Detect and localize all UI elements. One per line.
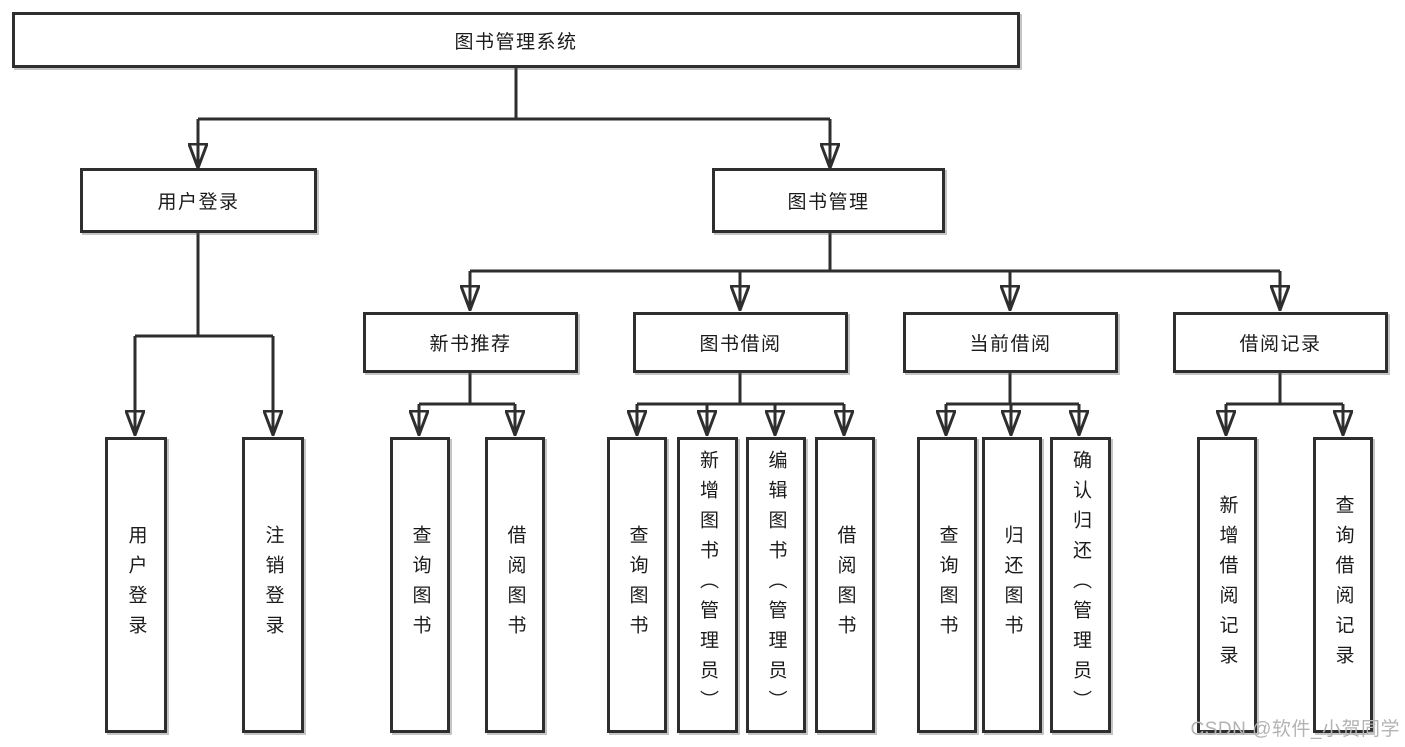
connector-user-login-children [135,233,273,433]
node-label: 用户登录 [157,192,240,213]
node-label: 查询图书 [409,525,431,645]
node-new-book-recommendation: 新书推荐 [363,312,578,373]
node-label: 查询图书 [936,525,958,645]
leaf-add-borrow-record: 新增借阅记录 [1197,437,1257,733]
node-label: 图书管理系统 [454,31,578,53]
leaf-query-books-borrow: 查询图书 [607,437,667,733]
node-label: 借阅图书 [834,525,856,645]
leaf-add-books-admin: 新增图书（管理员） [677,437,738,733]
node-book-borrowing: 图书借阅 [633,312,848,373]
node-borrowing-records: 借阅记录 [1173,312,1388,373]
node-label: 图书借阅 [699,334,782,355]
node-label: 图书管理 [787,192,870,213]
leaf-edit-books-admin: 编辑图书（管理员） [746,437,806,733]
node-label: 注销登录 [262,525,284,645]
node-label: 确认归还（管理员） [1070,450,1091,720]
node-label: 用户登录 [125,525,147,645]
node-label: 新书推荐 [429,334,512,355]
node-label: 编辑图书（管理员） [765,450,787,720]
watermark: CSDN @软件_小贺同学 [1190,719,1400,740]
leaf-borrow-books: 借阅图书 [815,437,875,733]
node-label: 新增图书（管理员） [697,450,718,720]
node-current-borrowing: 当前借阅 [903,312,1118,373]
node-label: 归还图书 [1001,525,1023,645]
connector-borrow-records-children [1226,373,1343,433]
node-book-management: 图书管理 [712,168,945,233]
node-label: 当前借阅 [969,334,1052,355]
leaf-return-books: 归还图书 [982,437,1042,733]
leaf-user-login: 用户登录 [105,437,167,733]
leaf-confirm-return-admin: 确认归还（管理员） [1050,437,1111,733]
leaf-query-books-current: 查询图书 [917,437,977,733]
node-label: 借阅图书 [504,525,526,645]
node-label: 查询图书 [626,525,648,645]
node-library-management-system: 图书管理系统 [12,12,1020,68]
connector-root-to-level2 [198,68,830,166]
connector-book-management-children [470,233,1280,308]
node-label: 借阅记录 [1239,334,1322,355]
connector-current-borrow-children [946,373,1079,433]
leaf-logout: 注销登录 [242,437,304,733]
connector-book-borrow-children [637,373,844,433]
connector-new-book-children [419,373,515,433]
node-user-login: 用户登录 [80,168,317,233]
leaf-query-borrow-record: 查询借阅记录 [1313,437,1373,733]
node-label: 新增借阅记录 [1216,495,1238,675]
node-label: 查询借阅记录 [1332,495,1354,675]
leaf-borrow-books-recommend: 借阅图书 [485,437,545,733]
leaf-query-books-recommend: 查询图书 [390,437,450,733]
